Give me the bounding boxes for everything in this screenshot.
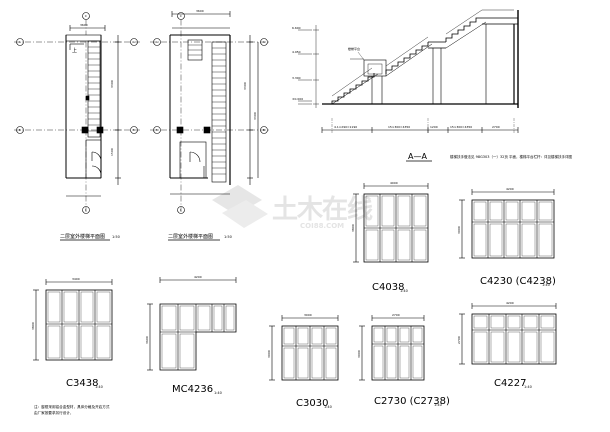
elev-2: 4.950	[292, 50, 301, 54]
svg-text:C: C	[180, 14, 182, 18]
window-c3438-scale: 1:40	[95, 385, 103, 389]
plan2-dim-1: 3300	[243, 82, 247, 90]
window-c4227: 4200 2700 C4227 1:40	[457, 301, 557, 389]
section-note: 楼梯扶手做法见 98G303（一）32页 平面，楼梯平台栏杆：详见楼梯扶手详图	[450, 154, 573, 159]
plan1-dim-1: 3300	[110, 80, 114, 88]
window-c2730-label: C2730 (C2738)	[374, 396, 450, 407]
window-c3438-width: 3400	[72, 277, 80, 281]
elev-1: 6.600	[292, 26, 301, 30]
window-c4230-scale: 1:40	[542, 283, 550, 287]
section-dim-3: 1200	[430, 125, 438, 129]
general-notes: 注：窗框采用铝合金型材，具体分格及开启方式 由厂家按要求另行设计，	[34, 404, 110, 415]
svg-text:A: A	[156, 40, 159, 44]
svg-text:B: B	[19, 128, 21, 132]
watermark-subtext: COI88.COM	[300, 222, 344, 230]
svg-text:B: B	[263, 128, 265, 132]
window-c4038-width: 4000	[390, 181, 398, 185]
watermark: 土木在线 COI88.COM	[212, 185, 374, 230]
window-c2730-height: 3000	[357, 350, 361, 358]
plan1-title: 二层室外楼梯平面图	[60, 233, 105, 240]
section-dim-2: 15×300=4350	[388, 125, 410, 129]
window-c3438-height: 3800	[31, 322, 35, 330]
svg-text:B: B	[133, 128, 135, 132]
window-c3438-label: C3438	[66, 378, 98, 389]
section-dim-4: 15×300=4350	[450, 125, 472, 129]
window-c4230-label: C4230 (C4238)	[480, 276, 556, 287]
landing-label: 楼梯平台	[348, 46, 360, 51]
plan2-title: 二层室外楼梯平面图	[168, 233, 213, 240]
plan2-scale: 1:50	[224, 235, 232, 239]
window-c4038-label: C4038	[372, 282, 404, 293]
window-c2730-width: 2700	[392, 313, 400, 317]
window-c4038-scale: 1:40	[400, 289, 408, 293]
plan1-scale: 1:50	[112, 235, 120, 239]
window-c3030-width: 3000	[304, 313, 312, 317]
window-mc4236-width: 4200	[194, 275, 202, 279]
window-c3030: 3000 3000 C3030 1:40	[267, 313, 339, 409]
window-mc4236: 4200 3600 MC4236 1:40	[145, 275, 237, 395]
section-dim-1: 4.1×290=1190	[334, 125, 357, 129]
stair-plan-2: C 3600	[150, 9, 270, 241]
window-c4230: 4200 3000 C4230 (C4238) 1:40	[457, 187, 556, 287]
svg-text:A: A	[263, 40, 266, 44]
window-c2730: 2700 3000 C2730 (C2738) 1:40	[357, 313, 450, 407]
svg-text:上: 上	[72, 47, 77, 54]
svg-text:1: 1	[85, 208, 87, 212]
window-c3030-height: 3000	[267, 350, 271, 358]
window-mc4236-height: 3600	[145, 336, 149, 344]
window-c4038: 4000 3800 C4038 1:40	[351, 181, 429, 293]
window-c3030-label: C3030	[296, 398, 328, 409]
stair-section-aa: 6.600 4.950 3.300 ±0.000 楼梯平台	[292, 9, 573, 162]
window-c4227-width: 4200	[506, 301, 514, 305]
window-c4227-scale: 1:40	[524, 385, 532, 389]
svg-text:C: C	[85, 14, 87, 18]
plan1-top-dim: 3600	[80, 23, 88, 27]
window-c3438: 3400 3800 C3438 1:40	[31, 277, 113, 389]
window-mc4236-scale: 1:40	[214, 391, 222, 395]
watermark-text: 土木在线	[272, 195, 373, 225]
window-c4230-height: 3000	[457, 226, 461, 234]
plan2-top-dim: 3600	[196, 9, 204, 13]
svg-text:A: A	[19, 40, 22, 44]
elev-3: 3.300	[292, 76, 301, 80]
section-title: A—A	[408, 152, 427, 161]
window-c4230-width: 4200	[506, 187, 514, 191]
note-line-1: 注：窗框采用铝合金型材，具体分格及开启方式	[34, 404, 110, 409]
window-c4227-label: C4227	[494, 378, 526, 389]
window-mc4236-label: MC4236	[172, 384, 213, 395]
window-c4227-height: 2700	[457, 336, 461, 344]
window-c4038-height: 3800	[351, 224, 355, 232]
section-dim-5: 2700	[492, 125, 500, 129]
window-c3030-scale: 1:40	[324, 405, 332, 409]
svg-text:A: A	[133, 40, 136, 44]
window-c2730-scale: 1:40	[434, 403, 442, 407]
svg-text:B: B	[156, 128, 158, 132]
note-line-2: 由厂家按要求另行设计，	[34, 410, 74, 415]
elev-4: ±0.000	[292, 97, 303, 101]
stair-plan-1: C 3600 上	[14, 12, 140, 241]
plan1-dim-2: 1500	[110, 148, 114, 156]
watermark-logo-icon	[212, 185, 268, 228]
svg-text:1: 1	[180, 208, 182, 212]
plan2-dim-2: 3300	[253, 112, 257, 120]
